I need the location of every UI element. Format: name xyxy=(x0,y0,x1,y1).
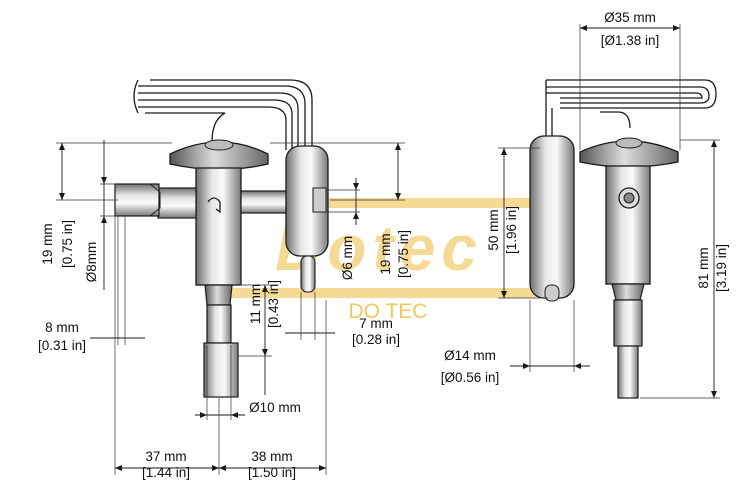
dim-left-height-in: [0.75 in] xyxy=(60,220,75,268)
dim-total-height: 81 mm xyxy=(696,247,711,288)
dim-bulb-width: Ø14 mm xyxy=(444,348,496,363)
valve-side-view xyxy=(529,79,717,399)
dim-left-height: 19 mm xyxy=(40,223,55,264)
dim-inlet-diameter: Ø8mm xyxy=(84,242,99,283)
dim-width-left-in: [1.44 in] xyxy=(142,465,190,480)
dim-width-left: 37 mm xyxy=(145,449,186,464)
valve-front-view xyxy=(114,79,329,398)
dim-offset-7: 7 mm xyxy=(359,316,393,331)
dim-total-height-in: [3.19 in] xyxy=(714,244,729,292)
dim-bulb-width-in: [Ø0.56 in] xyxy=(441,370,500,385)
dimension-lines xyxy=(56,24,720,475)
dim-outlet-diameter: Ø10 mm xyxy=(249,400,301,415)
side-capillary-coil xyxy=(545,79,717,140)
dim-right-height: 19 mm xyxy=(378,233,393,274)
dim-left-offset: 8 mm xyxy=(45,320,79,335)
dim-port-height: 11 mm xyxy=(248,284,263,324)
dim-width-right-in: [1.50 in] xyxy=(248,465,296,480)
dim-top-diameter-in: [Ø1.38 in] xyxy=(601,33,660,48)
dim-width-right: 38 mm xyxy=(251,449,292,464)
dim-bulb-length-in: [1.96 in] xyxy=(504,206,519,254)
dim-bulb-diameter: Ø6 mm xyxy=(340,236,355,280)
dim-right-height-in: [0.75 in] xyxy=(396,230,411,278)
dim-left-offset-in: [0.31 in] xyxy=(38,338,86,353)
dim-top-diameter: Ø35 mm xyxy=(604,10,656,25)
capillary-coil xyxy=(133,79,313,150)
dim-port-height-in: [0.43 in] xyxy=(266,280,281,328)
watermark-caption: DO TEC xyxy=(349,300,428,323)
dim-bulb-length: 50 mm xyxy=(486,209,501,250)
dim-offset-7-in: [0.28 in] xyxy=(352,332,400,347)
